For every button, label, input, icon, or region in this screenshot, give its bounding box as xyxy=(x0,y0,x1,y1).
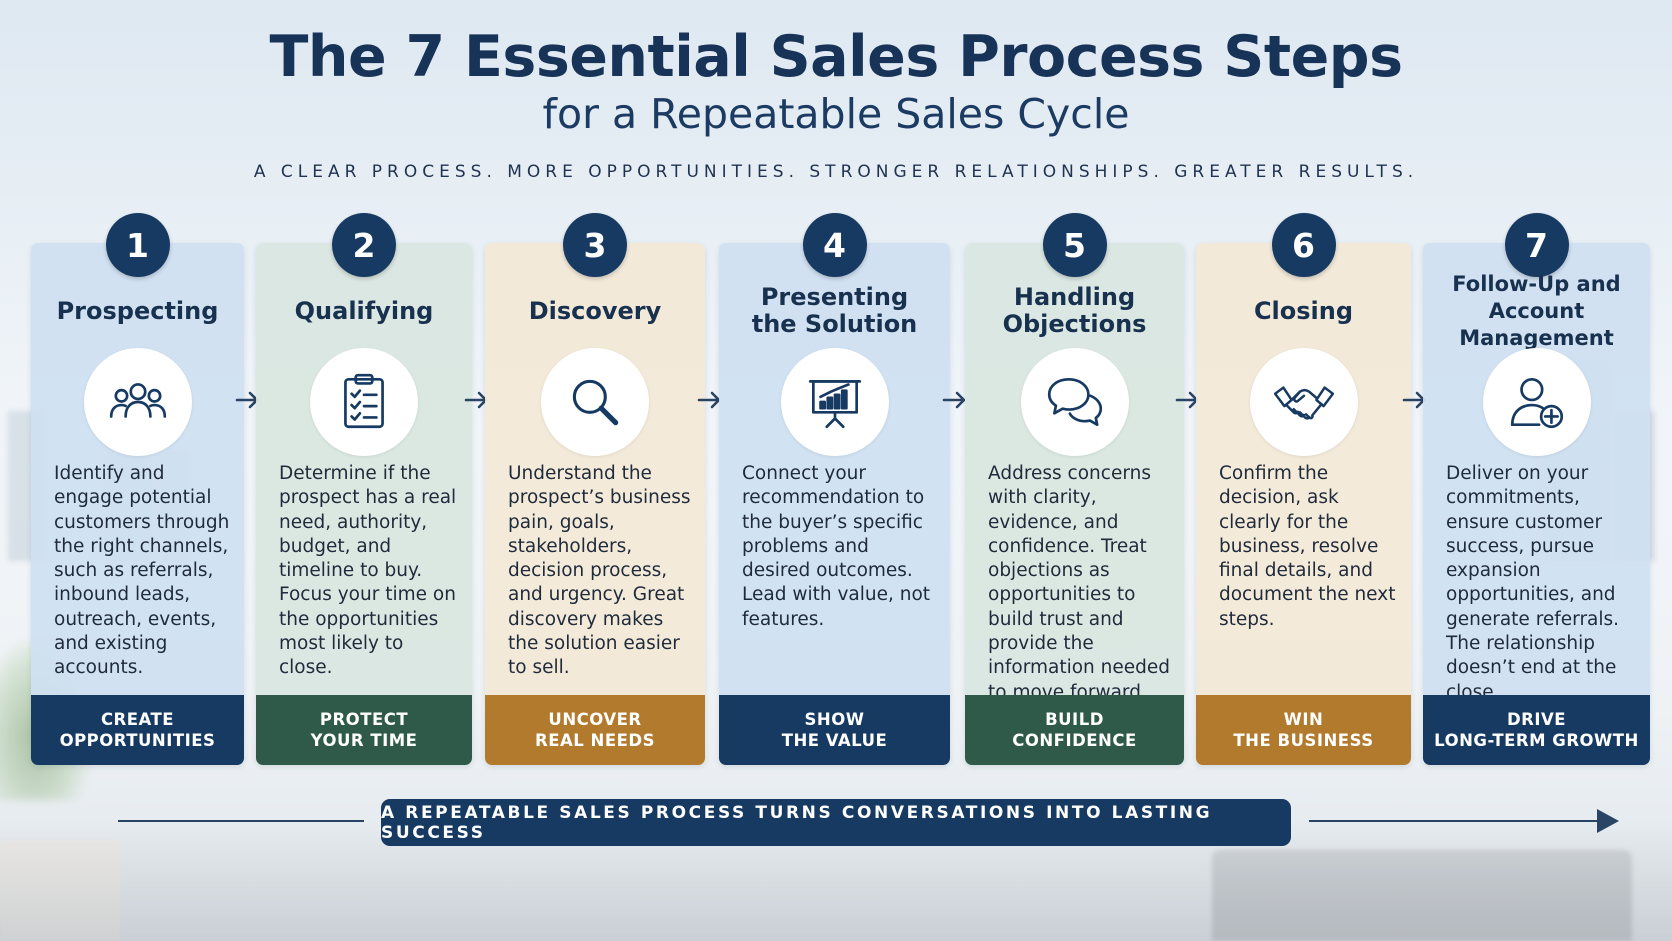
title-line: Account Management xyxy=(1459,298,1614,350)
step-icon-circle xyxy=(83,348,192,456)
step-description: Connect your recommendation to the buyer… xyxy=(742,463,931,630)
step-card-prospecting: 1 Prospecting Identify and engage potent… xyxy=(31,213,244,765)
step-title: Qualifying xyxy=(294,296,434,325)
step-icon-circle xyxy=(1249,348,1358,456)
outcome-line: CONFIDENCE xyxy=(1012,731,1137,750)
banner-left-line xyxy=(118,820,364,822)
step-outcome-banner: PROTECT YOUR TIME xyxy=(256,695,472,765)
step-icon-circle xyxy=(1482,348,1591,456)
step-number-badge: 1 xyxy=(105,213,170,277)
outcome-line: UNCOVER xyxy=(548,710,642,729)
step-number-badge: 5 xyxy=(1042,213,1107,277)
title-line: the Solution xyxy=(751,310,918,338)
step-description: Understand the prospect’s business pain,… xyxy=(508,463,691,679)
step-card-closing: 6 Closing Confirm the decision, ask clea… xyxy=(1196,213,1411,765)
step-description: Identify and engage potential customers … xyxy=(54,463,230,679)
presentation-board-icon xyxy=(808,380,861,429)
step-icon-circle xyxy=(780,348,889,456)
page-tagline: A CLEAR PROCESS. MORE OPPORTUNITIES. STR… xyxy=(253,162,1419,182)
step-outcome-banner: BUILD CONFIDENCE xyxy=(965,695,1184,765)
footer-banner: A REPEATABLE SALES PROCESS TURNS CONVERS… xyxy=(381,799,1291,846)
step-outcome-banner: CREATE OPPORTUNITIES xyxy=(31,695,244,765)
outcome-line: OPPORTUNITIES xyxy=(59,731,216,750)
step-icon-circle xyxy=(541,348,649,456)
step-description: Confirm the decision, ask clearly for th… xyxy=(1219,463,1396,630)
title-line: Handling xyxy=(1013,283,1136,311)
handshake-icon xyxy=(1273,386,1334,420)
page-title: The 7 Essential Sales Process Steps xyxy=(269,24,1404,90)
step-card-qualifying: 2 Qualifying Determine if the prospect h… xyxy=(256,213,472,765)
step-description: Determine if the prospect has a real nee… xyxy=(279,463,457,679)
step-number-badge: 4 xyxy=(802,213,867,277)
step-number-badge: 3 xyxy=(563,213,627,277)
laptop-decoration xyxy=(1212,850,1632,941)
step-title: Discovery xyxy=(528,296,662,325)
outcome-line: CREATE xyxy=(100,710,175,729)
outcome-line: THE BUSINESS xyxy=(1233,731,1374,750)
step-number-badge: 6 xyxy=(1271,213,1336,277)
outcome-line: BUILD xyxy=(1045,710,1104,729)
speech-bubbles-icon xyxy=(1047,377,1102,427)
outcome-line: REAL NEEDS xyxy=(535,731,655,750)
title-line: Objections xyxy=(1002,310,1147,338)
clipboard-checklist-icon xyxy=(344,373,384,429)
step-outcome-banner: SHOW THE VALUE xyxy=(719,695,950,765)
people-icon xyxy=(109,383,166,418)
outcome-line: LONG-TERM GROWTH xyxy=(1434,731,1639,750)
step-title: Closing xyxy=(1253,296,1354,325)
step-description: Address concerns with clarity, evidence,… xyxy=(988,463,1171,703)
page-subtitle: for a Repeatable Sales Cycle xyxy=(542,90,1130,138)
step-icon-circle xyxy=(1020,348,1129,456)
step-number-badge: 2 xyxy=(332,213,396,277)
banner-right-line xyxy=(1309,820,1601,822)
step-card-discovery: 3 Discovery Understand the prospect’s bu… xyxy=(485,213,705,765)
step-outcome-banner: WIN THE BUSINESS xyxy=(1196,695,1411,765)
outcome-line: PROTECT xyxy=(319,710,409,729)
outcome-line: YOUR TIME xyxy=(310,731,418,750)
outcome-line: THE VALUE xyxy=(781,731,888,750)
step-number-badge: 7 xyxy=(1504,213,1569,277)
arrow-right-icon xyxy=(942,391,966,409)
plant-pot-decoration xyxy=(0,840,120,941)
step-icon-circle xyxy=(310,348,418,456)
step-outcome-banner: UNCOVER REAL NEEDS xyxy=(485,695,705,765)
banner-arrowhead-icon xyxy=(1597,809,1619,833)
title-line: Presenting xyxy=(760,283,909,311)
outcome-line: DRIVE xyxy=(1506,710,1567,729)
outcome-line: SHOW xyxy=(804,710,865,729)
magnifier-icon xyxy=(572,379,619,426)
title-line: Follow-Up and xyxy=(1452,271,1621,296)
step-title: Prospecting xyxy=(56,296,219,325)
user-add-icon xyxy=(1510,377,1563,429)
step-outcome-banner: DRIVE LONG-TERM GROWTH xyxy=(1423,695,1650,765)
step-description: Deliver on your commitments, ensure cust… xyxy=(1446,463,1620,703)
outcome-line: WIN xyxy=(1283,710,1324,729)
